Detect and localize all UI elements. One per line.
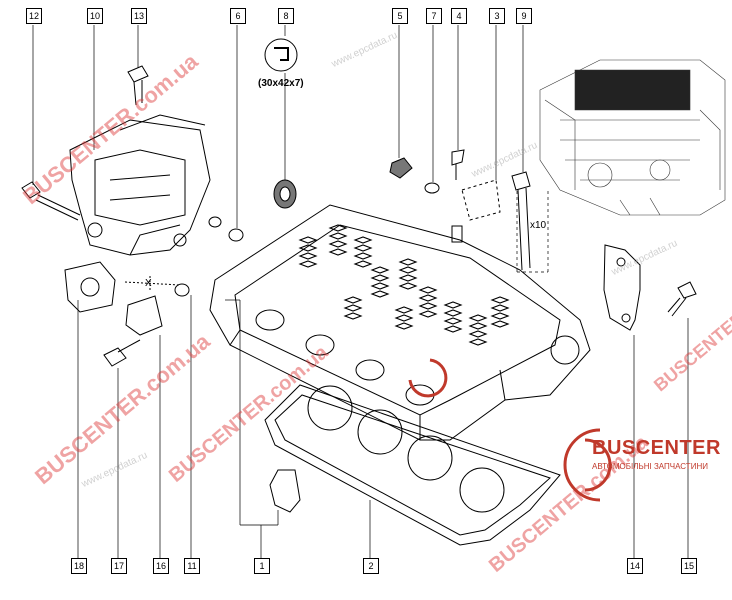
cylinder-head	[209, 204, 591, 441]
callout-16[interactable]: 16	[153, 558, 169, 574]
dowel-pins-6	[208, 216, 244, 242]
callout-12[interactable]: 12	[26, 8, 42, 24]
callout-6[interactable]: 6	[230, 8, 246, 24]
seal-kit-bag	[269, 469, 301, 513]
lifting-eye-14	[603, 244, 641, 331]
logo-tagline: АВТОМОБІЛЬНІ ЗАПЧАСТИНИ	[592, 462, 708, 471]
callout-14[interactable]: 14	[627, 558, 643, 574]
left-small-parts	[64, 261, 190, 367]
oil-seal-8	[264, 38, 298, 209]
callout-17[interactable]: 17	[111, 558, 127, 574]
callout-8[interactable]: 8	[278, 8, 294, 24]
seal-size-label: (30x42x7)	[258, 78, 304, 89]
callout-11[interactable]: 11	[184, 558, 200, 574]
bolt-12	[21, 181, 81, 221]
leader-lines	[32, 25, 689, 562]
small-parts	[389, 149, 501, 243]
valve-springs	[298, 224, 510, 346]
bolt-quantity-label: x10	[530, 220, 547, 231]
engine-mount-bracket	[69, 114, 211, 256]
callout-18[interactable]: 18	[71, 558, 87, 574]
callout-3[interactable]: 3	[489, 8, 505, 24]
bolt-13	[127, 65, 149, 106]
bolt-15	[667, 281, 697, 317]
engine-thumbnail	[539, 59, 726, 216]
callout-15[interactable]: 15	[681, 558, 697, 574]
head-bolt-9	[511, 171, 531, 271]
callout-9[interactable]: 9	[516, 8, 532, 24]
callout-1[interactable]: 1	[254, 558, 270, 574]
logo-name: BUSCENTER	[592, 437, 721, 459]
callout-2[interactable]: 2	[363, 558, 379, 574]
callout-7[interactable]: 7	[426, 8, 442, 24]
callout-10[interactable]: 10	[87, 8, 103, 24]
head-gasket	[264, 384, 561, 546]
dimension-x-label: X	[145, 278, 152, 289]
callout-13[interactable]: 13	[131, 8, 147, 24]
callout-5[interactable]: 5	[392, 8, 408, 24]
callout-4[interactable]: 4	[451, 8, 467, 24]
